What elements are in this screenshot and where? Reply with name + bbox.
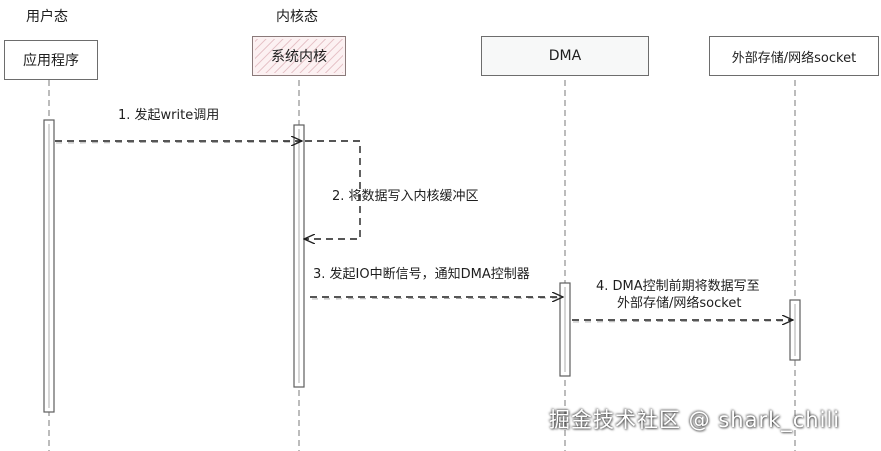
participant-dma-label: DMA [548,48,582,64]
activation-external [789,299,801,361]
participant-app-label: 应用程序 [23,53,79,69]
participant-kernel: 系统内核 [252,36,346,76]
participant-external: 外部存储/网络socket [709,36,879,76]
activation-kernel [293,124,305,388]
kernel-space-label: 内核态 [276,9,318,25]
user-space-label: 用户态 [26,9,68,25]
watermark: 掘金技术社区 @ shark_chili [549,408,841,432]
message-step4-label-line2: 外部存储/网络socket [617,296,742,311]
arrow-step2 [304,140,361,239]
arrow-step1-sketch [55,141,301,144]
message-step4-label-line1: 4. DMA控制前期将数据写至 [596,279,760,294]
participant-dma: DMA [481,36,649,76]
activation-dma [559,282,571,377]
participant-kernel-label: 系统内核 [271,49,327,65]
participant-external-label: 外部存储/网络socket [731,50,857,66]
message-step3-label: 3. 发起IO中断信号，通知DMA控制器 [313,267,530,282]
arrow-step3-sketch [311,297,561,300]
participant-app: 应用程序 [4,40,98,80]
message-step2-label: 2. 将数据写入内核缓冲区 [332,189,479,204]
activation-app [43,119,55,413]
message-step1-label: 1. 发起write调用 [118,108,220,123]
arrow-step4-sketch [572,320,791,323]
